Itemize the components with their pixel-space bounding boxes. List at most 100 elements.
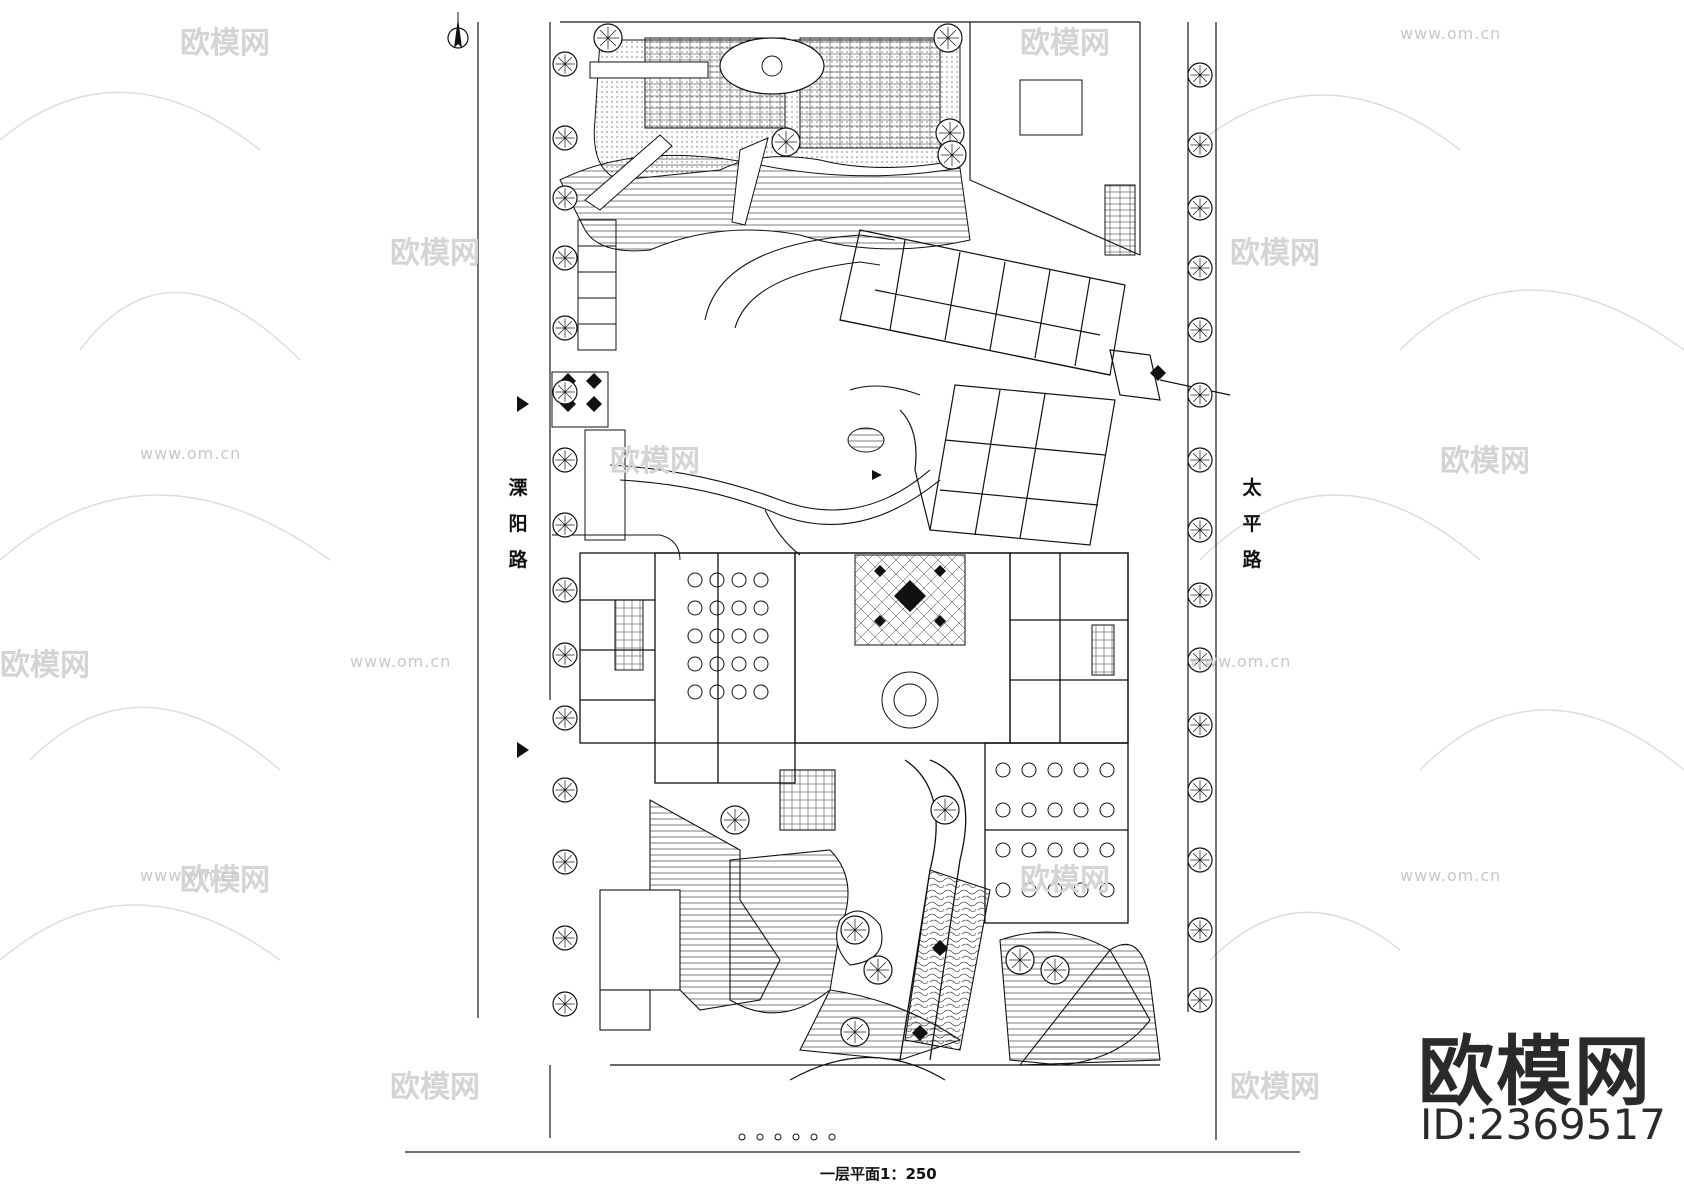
north-arrow — [447, 12, 469, 49]
main-building — [579, 552, 1129, 924]
table-icon — [687, 628, 703, 644]
tree-icon — [930, 795, 960, 825]
road-label-west: 溧阳路 — [508, 477, 528, 571]
table-icon — [731, 600, 747, 616]
tree-icon — [552, 447, 578, 473]
watermark-url: www.om.cn — [1190, 652, 1292, 671]
watermark-logo: 欧模网 — [390, 1070, 480, 1105]
watermark-url: www.om.cn — [1400, 866, 1502, 885]
lobby-diamond — [934, 565, 946, 577]
tree-icon — [1005, 945, 1035, 975]
oval-planter — [847, 427, 885, 453]
tree-icon — [935, 118, 965, 148]
tree-icon — [1187, 917, 1213, 943]
table-icon — [995, 842, 1011, 858]
table-icon — [1099, 882, 1115, 898]
level-marker — [872, 470, 882, 480]
table-icon — [995, 762, 1011, 778]
table-icon — [687, 572, 703, 588]
table-icon — [1047, 762, 1063, 778]
table-icon — [1099, 762, 1115, 778]
tree-icon — [1187, 777, 1213, 803]
west-parking — [551, 219, 681, 561]
table-icon — [687, 656, 703, 672]
watermark-logo: 欧模网 — [0, 648, 90, 683]
tree-icon — [863, 955, 893, 985]
tree-icon — [1187, 712, 1213, 738]
tree-icon — [552, 315, 578, 341]
garden-diamond — [912, 1025, 928, 1041]
table-icon — [995, 802, 1011, 818]
table-icon — [1021, 802, 1037, 818]
tree-icon — [593, 23, 623, 53]
tree-icon — [840, 1017, 870, 1047]
watermark-logo: 欧模网 — [1230, 1070, 1320, 1105]
tree-icon — [771, 127, 801, 157]
watermark-logo: 欧模网 — [1440, 444, 1530, 479]
table-icon — [731, 684, 747, 700]
table-icon — [1099, 802, 1115, 818]
table-icon — [687, 684, 703, 700]
middle-wing — [899, 384, 1116, 546]
watermark-url: www.om.cn — [140, 866, 242, 885]
model-id: ID:2369517 — [1420, 1100, 1666, 1149]
table-icon — [753, 600, 769, 616]
table-icon — [753, 656, 769, 672]
table-icon — [1021, 842, 1037, 858]
tree-icon — [552, 185, 578, 211]
watermark-logo: 欧模网 — [390, 236, 480, 271]
table-icon — [995, 882, 1011, 898]
table-icon — [709, 656, 725, 672]
tree-icon — [552, 379, 578, 405]
table-groups — [687, 572, 1115, 898]
top-plaza — [559, 37, 1136, 256]
tree-icon — [552, 705, 578, 731]
curved-ramp — [704, 234, 921, 396]
tree-icon — [552, 512, 578, 538]
table-icon — [731, 572, 747, 588]
watermark-url: www.om.cn — [1400, 24, 1502, 43]
tree-icon — [1187, 987, 1213, 1013]
table-icon — [753, 684, 769, 700]
walkway — [609, 464, 941, 556]
tree-icon — [1187, 317, 1213, 343]
table-icon — [1047, 802, 1063, 818]
table-icon — [1099, 842, 1115, 858]
bollards — [738, 1133, 836, 1141]
table-icon — [709, 684, 725, 700]
road-label-east: 太平路 — [1242, 477, 1262, 571]
tree-icon — [1187, 255, 1213, 281]
watermark-url: www.om.cn — [140, 444, 242, 463]
table-icon — [1021, 762, 1037, 778]
tree-icon — [840, 915, 870, 945]
brand-logo-text: 欧模网 — [1418, 1027, 1652, 1116]
tree-icon — [1187, 382, 1213, 408]
table-icon — [1021, 882, 1037, 898]
table-icon — [1047, 882, 1063, 898]
watermark-url: www.om.cn — [350, 652, 452, 671]
tree-icon — [720, 805, 750, 835]
drawing-title: 一层平面1：250 — [820, 1165, 937, 1183]
tree-icon — [552, 245, 578, 271]
entry-arrow — [517, 396, 529, 412]
ne-diamond — [1150, 365, 1166, 381]
tree-icon — [1187, 847, 1213, 873]
table-icon — [753, 572, 769, 588]
tree-icon — [552, 849, 578, 875]
tree-icon — [552, 51, 578, 77]
tree-icon — [1187, 195, 1213, 221]
tree-icon — [1187, 517, 1213, 543]
table-icon — [1047, 842, 1063, 858]
table-icon — [709, 600, 725, 616]
table-icon — [1073, 882, 1089, 898]
table-icon — [731, 628, 747, 644]
table-icon — [753, 628, 769, 644]
site-boundary — [405, 21, 1300, 1153]
watermark-logo: 欧模网 — [1020, 26, 1110, 61]
tree-icon — [552, 777, 578, 803]
tree-icon — [1040, 955, 1070, 985]
tree-icon — [1187, 582, 1213, 608]
tree-icon — [552, 577, 578, 603]
tree-icon — [1187, 62, 1213, 88]
